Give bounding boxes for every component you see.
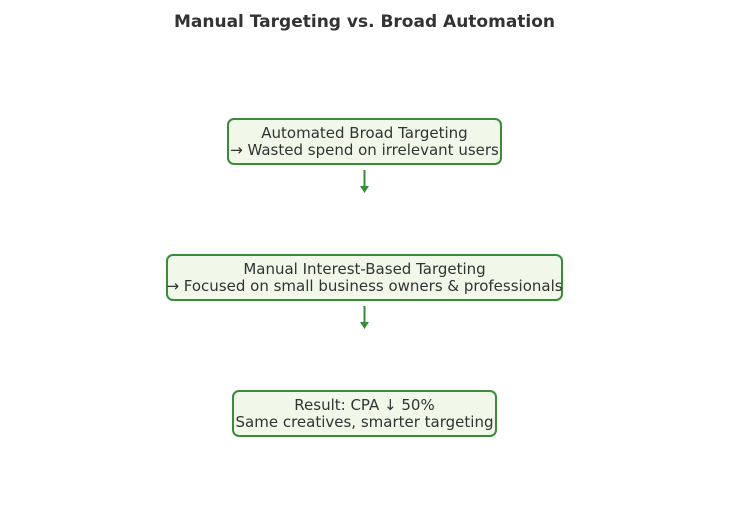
diagram-title: Manual Targeting vs. Broad Automation — [173, 12, 556, 32]
node-result: Result: CPA ↓ 50% Same creatives, smarte… — [232, 390, 497, 437]
node-label-line-2: → Wasted spend on irrelevant users — [230, 140, 499, 159]
node-label-line-1: Automated Broad Targeting — [261, 123, 468, 142]
node-label-line-2: Same creatives, smarter targeting — [235, 412, 494, 431]
node-label-line-1: Manual Interest-Based Targeting — [243, 259, 486, 278]
node-manual-interest-targeting: Manual Interest-Based Targeting → Focuse… — [166, 254, 563, 301]
node-label-line-1: Result: CPA ↓ 50% — [294, 395, 435, 414]
node-automated-broad-targeting: Automated Broad Targeting → Wasted spend… — [227, 118, 502, 165]
node-label-line-2: → Focused on small business owners & pro… — [166, 276, 563, 295]
